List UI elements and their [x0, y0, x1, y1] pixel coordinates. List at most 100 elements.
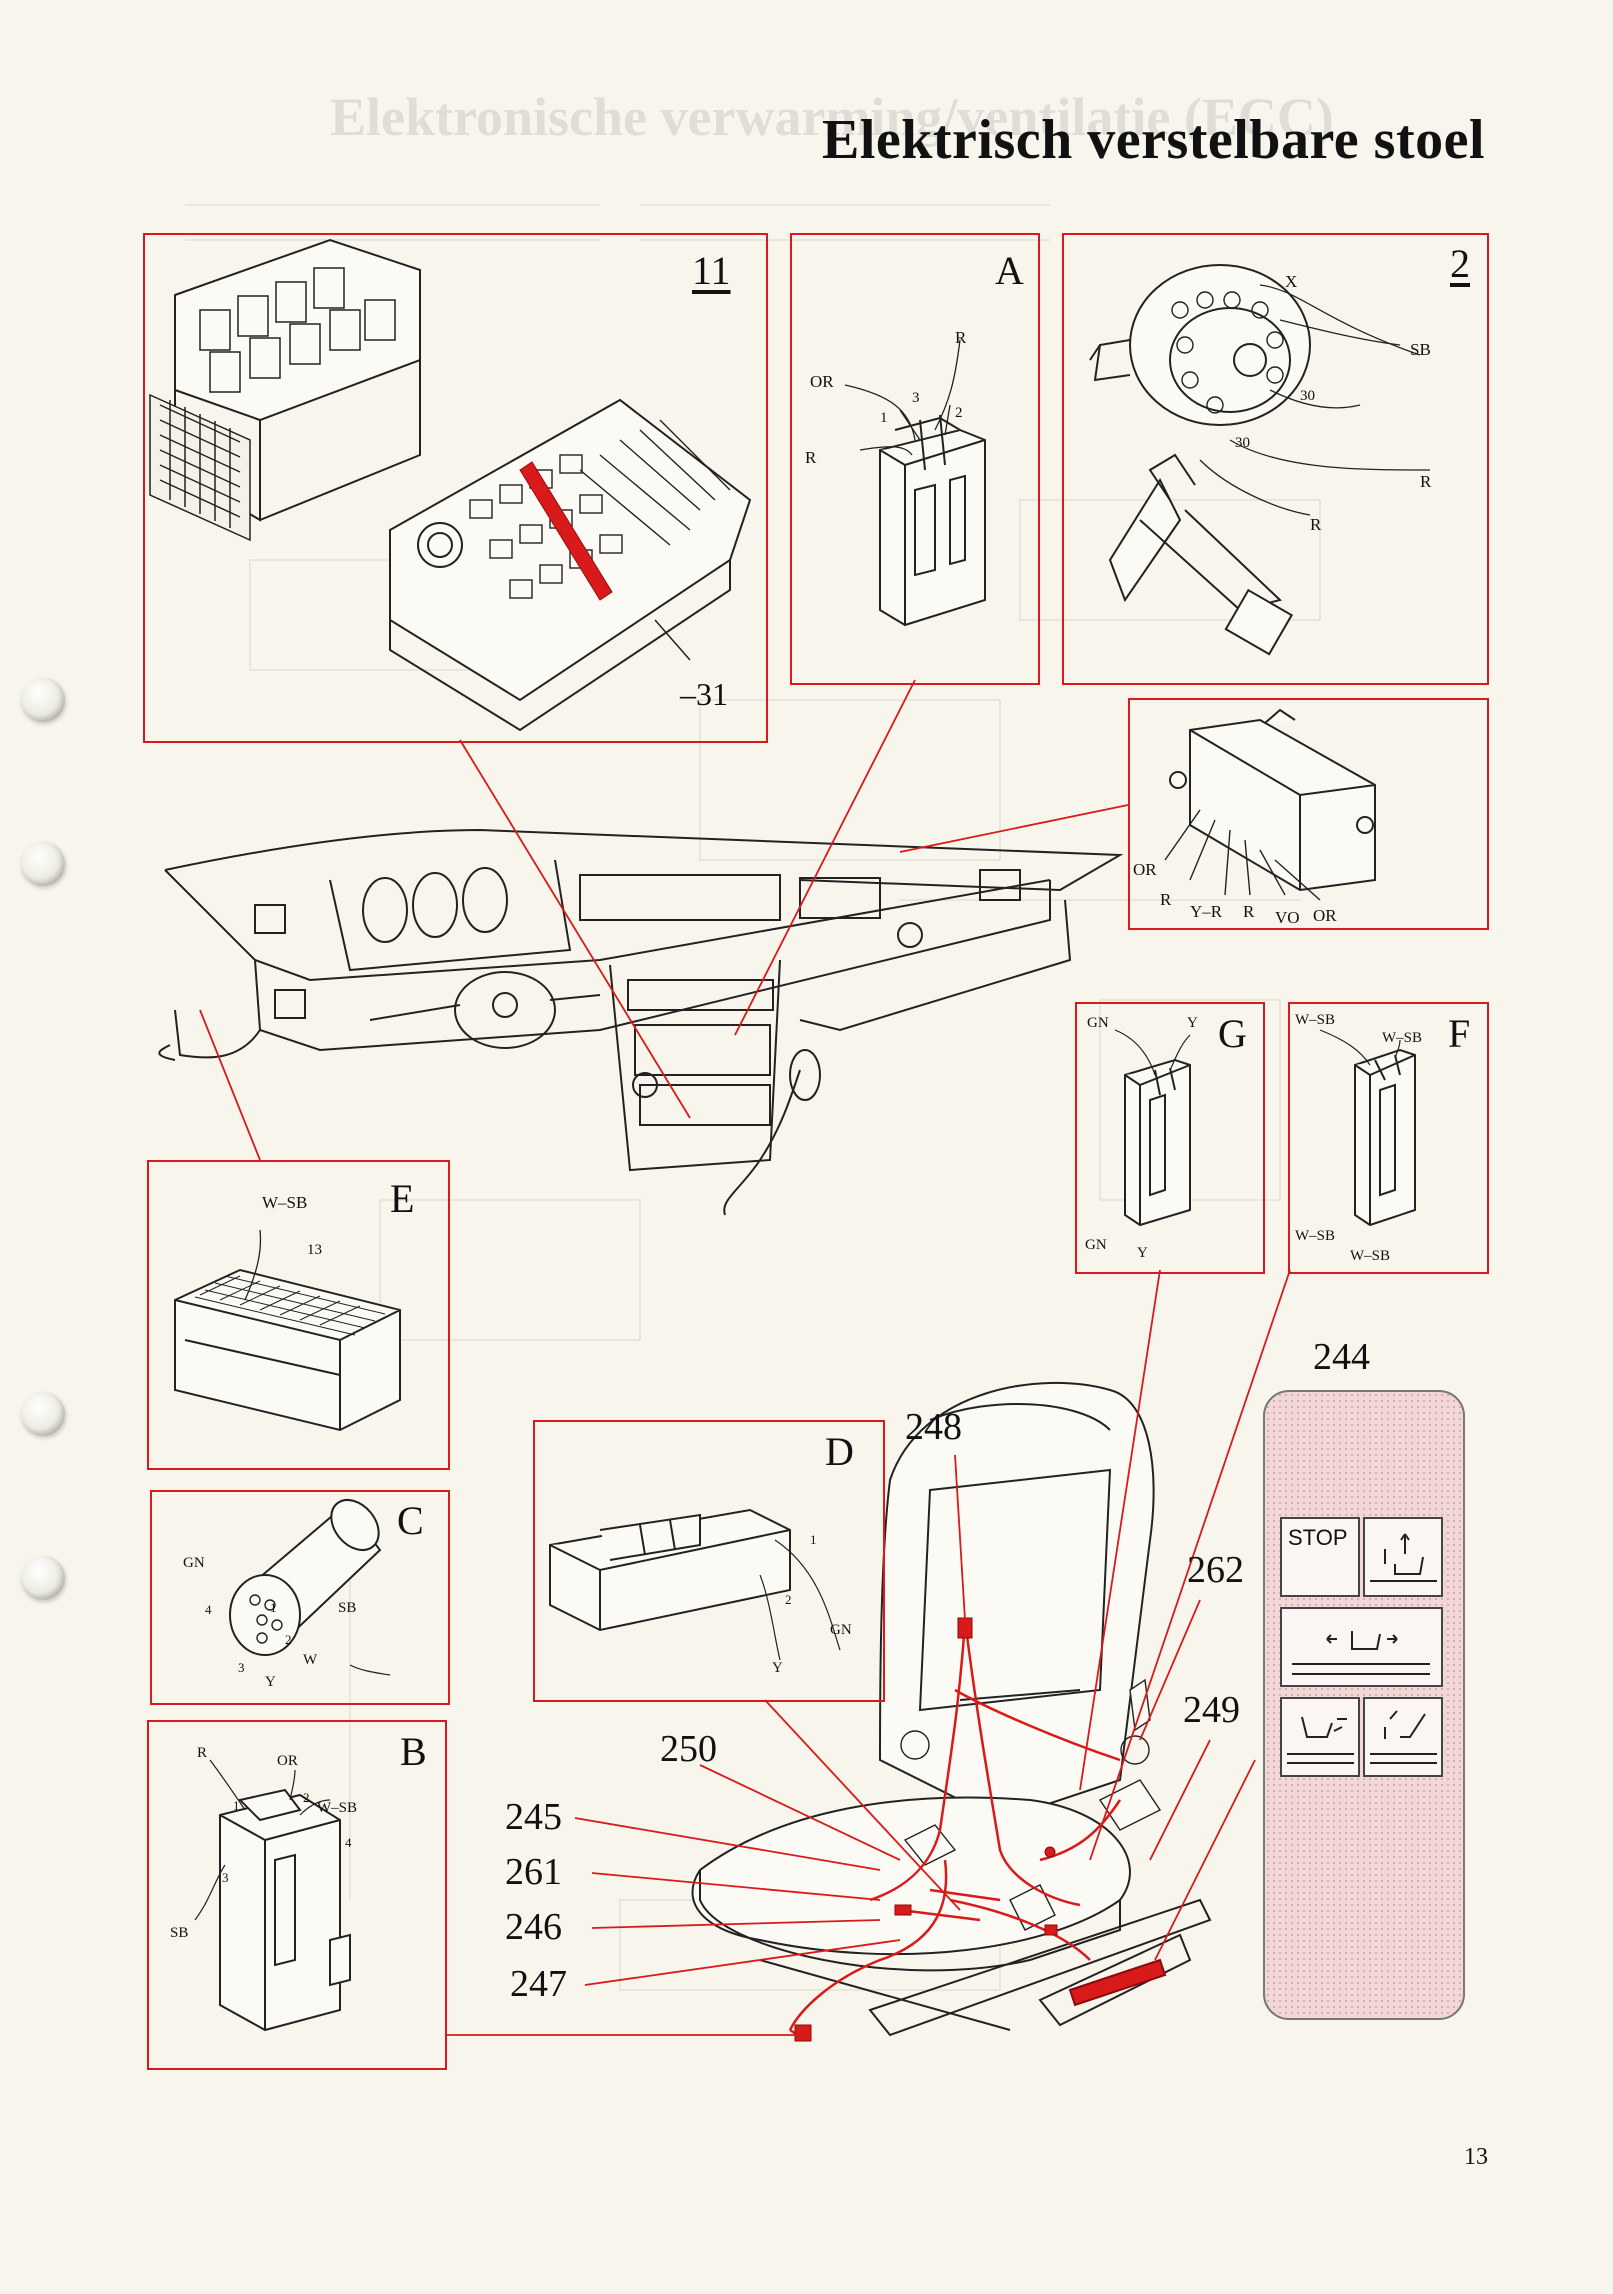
connector-b-pin-4: 4: [345, 1835, 352, 1850]
relay-fuse-box-drawing: [149, 238, 752, 732]
backrest-icon: [1370, 1710, 1437, 1764]
stop-button[interactable]: STOP: [1280, 1517, 1360, 1597]
relay-box-terminal: –31: [680, 676, 728, 712]
connector-c-wire-y: Y: [265, 1674, 276, 1690]
ignition-wire-sb: SB: [1410, 340, 1431, 359]
module-wire-r1: R: [1160, 890, 1172, 909]
control-module-frame: [1128, 698, 1489, 930]
connector-b-label: B: [400, 1729, 427, 1774]
backrest-button[interactable]: [1363, 1697, 1443, 1777]
punch-hole-1: [21, 678, 65, 722]
connector-d-pin-2: 2: [785, 1592, 792, 1607]
seat-drawing: [691, 1381, 1212, 2037]
ignition-switch-frame: [1062, 233, 1489, 685]
connector-g-wire-gn-bot: GN: [1085, 1237, 1107, 1253]
seat-slide-button[interactable]: [1280, 1607, 1443, 1687]
connector-b-drawing: [194, 1759, 351, 2032]
callout-249: 249: [1183, 1689, 1240, 1731]
ignition-switch-label: 2: [1450, 241, 1470, 286]
connector-g-wire-y-top: Y: [1187, 1015, 1198, 1031]
page-title: Elektrisch verstelbare stoel: [821, 109, 1485, 171]
connector-d-frame: [533, 1420, 885, 1702]
connector-c-pin-3: 3: [238, 1660, 245, 1675]
connector-g-wire-y-bot: Y: [1137, 1245, 1148, 1261]
callout-244: 244: [1313, 1336, 1370, 1378]
connector-f-wire-wsb1: W–SB: [1295, 1012, 1336, 1028]
connector-b-wire-sb: SB: [170, 1925, 189, 1941]
connector-d-label: D: [825, 1429, 854, 1474]
connector-c-pin-4: 4: [205, 1602, 212, 1617]
connector-d-wire-y: Y: [772, 1660, 783, 1676]
connector-f-label: F: [1448, 1011, 1471, 1056]
connector-d-drawing: [549, 1508, 841, 1661]
punch-hole-4: [21, 1556, 65, 1600]
connector-f-wire-wsb4: W–SB: [1350, 1248, 1391, 1264]
connector-e-wire-wsb: W–SB: [262, 1193, 308, 1212]
connector-f-frame: [1288, 1002, 1489, 1274]
connector-d-wire-gn: GN: [830, 1622, 852, 1638]
connector-g-frame: [1075, 1002, 1265, 1274]
callout-262: 262: [1187, 1549, 1244, 1591]
connector-b-wire-wsb: W–SB: [317, 1800, 358, 1816]
callout-245: 245: [505, 1796, 562, 1838]
page-number: 13: [1464, 2144, 1488, 2170]
connector-a-frame: [790, 233, 1040, 685]
callout-247: 247: [510, 1963, 567, 2005]
seat-forward-back-icon: [1292, 1631, 1430, 1675]
connector-e-drawing: [174, 1229, 401, 1432]
connector-d-pin-1: 1: [810, 1532, 817, 1547]
connector-b-pin-1: 1: [233, 1798, 240, 1813]
connector-b-pin-3: 3: [222, 1870, 229, 1885]
ignition-switch-drawing: [1089, 264, 1431, 656]
module-wire-or1: OR: [1133, 860, 1157, 879]
connector-b-pin-2: 2: [303, 1790, 310, 1805]
seat-tilt-button[interactable]: [1280, 1697, 1360, 1777]
connector-c-wire-sb: SB: [338, 1600, 357, 1616]
connector-c-drawing: [229, 1498, 391, 1676]
connector-b-wire-or: OR: [277, 1753, 298, 1769]
ignition-terminal-30b: 30: [1235, 435, 1250, 451]
module-wire-or2: OR: [1313, 906, 1337, 925]
seat-tilt-icon: [1287, 1716, 1354, 1764]
connector-c-wire-w: W: [303, 1652, 318, 1668]
connector-a-wire-r-top: R: [955, 328, 967, 347]
ignition-terminal-30a: 30: [1300, 388, 1315, 404]
module-wire-r2: R: [1243, 902, 1255, 921]
relay-box-frame: [143, 233, 768, 743]
connector-a-pin-2: 2: [955, 405, 963, 421]
punch-hole-3: [21, 1392, 65, 1436]
connector-c-pin-1: 1: [270, 1600, 277, 1615]
relay-box-label: 11: [692, 248, 731, 293]
punch-hole-2: [21, 842, 65, 886]
connector-a-drawing: [844, 339, 986, 627]
connector-c-pin-2: 2: [285, 1632, 292, 1647]
svg-text:Elektronische verwarming/venti: Elektronische verwarming/ventilatie (ECC…: [330, 87, 1334, 147]
callout-250: 250: [660, 1728, 717, 1770]
connector-a-wire-r-left: R: [805, 448, 817, 467]
connector-b-wire-r: R: [197, 1745, 208, 1761]
connector-g-drawing: [1114, 1029, 1191, 1227]
connector-f-wire-wsb3: W–SB: [1295, 1228, 1336, 1244]
module-wire-yr: Y–R: [1190, 902, 1223, 921]
connector-a-pin-1: 1: [880, 410, 888, 426]
ignition-wire-r2: R: [1310, 515, 1322, 534]
ignition-wire-x: X: [1285, 272, 1298, 291]
connector-c-label: C: [397, 1498, 424, 1543]
connector-e-label: E: [390, 1176, 415, 1221]
memory-seat-button-1[interactable]: [1363, 1517, 1443, 1597]
connector-f-wire-wsb2: W–SB: [1382, 1030, 1423, 1046]
connector-a-label: A: [995, 248, 1024, 293]
callout-246: 246: [505, 1906, 562, 1948]
control-module-drawing: [1164, 708, 1376, 901]
callout-261: 261: [505, 1851, 562, 1893]
connector-f-drawing: [1319, 1029, 1416, 1227]
seat-control-panel: STOP: [1263, 1390, 1465, 2020]
ignition-wire-r1: R: [1420, 472, 1432, 491]
connector-e-frame: [147, 1160, 450, 1470]
connector-g-label: G: [1218, 1011, 1247, 1056]
connector-a-wire-or: OR: [810, 372, 834, 391]
callout-248: 248: [905, 1406, 962, 1448]
connector-c-frame: [150, 1490, 450, 1705]
seat-up-down-icon: [1370, 1533, 1437, 1582]
